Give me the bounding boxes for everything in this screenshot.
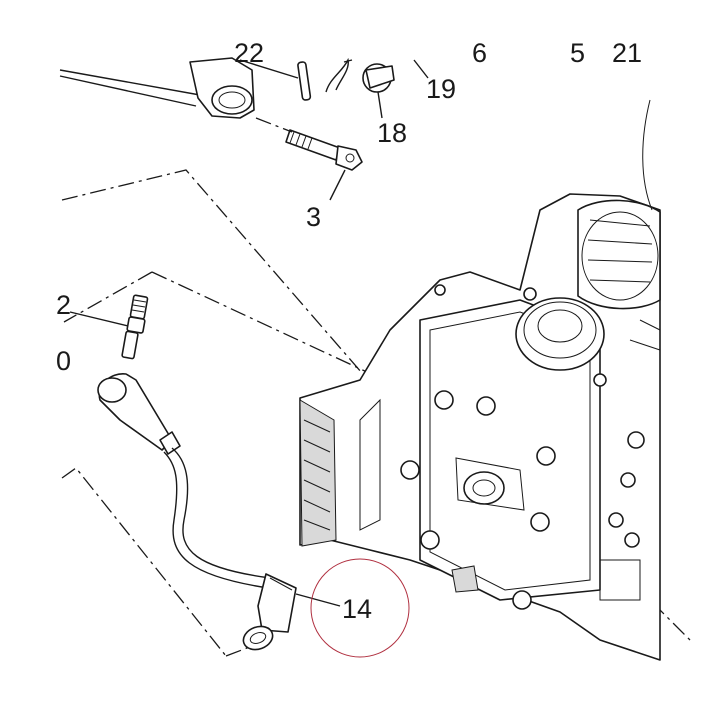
bolt-part: [285, 129, 363, 171]
engine-cylinder-head-part: [299, 99, 661, 661]
spring-clip-part: [325, 57, 353, 93]
callout-21: 21: [612, 38, 642, 68]
callout-5: 5: [570, 38, 585, 68]
callout-2: 2: [56, 290, 71, 320]
pin-part: [239, 59, 312, 101]
callout-3: 3: [306, 202, 321, 232]
callout-6: 6: [472, 38, 487, 68]
spark-plug-cap-lead-part: [97, 373, 341, 651]
frame-tube-part: [59, 57, 255, 119]
spark-plug-part: [69, 294, 149, 360]
callout-19: 19: [426, 74, 456, 104]
highlight-circle: [310, 558, 410, 658]
callout-0: 0: [56, 346, 71, 376]
callout-22: 22: [234, 38, 264, 68]
callout-14: 14: [342, 594, 372, 624]
bushing-part: [362, 63, 395, 93]
callout-18: 18: [377, 118, 407, 148]
